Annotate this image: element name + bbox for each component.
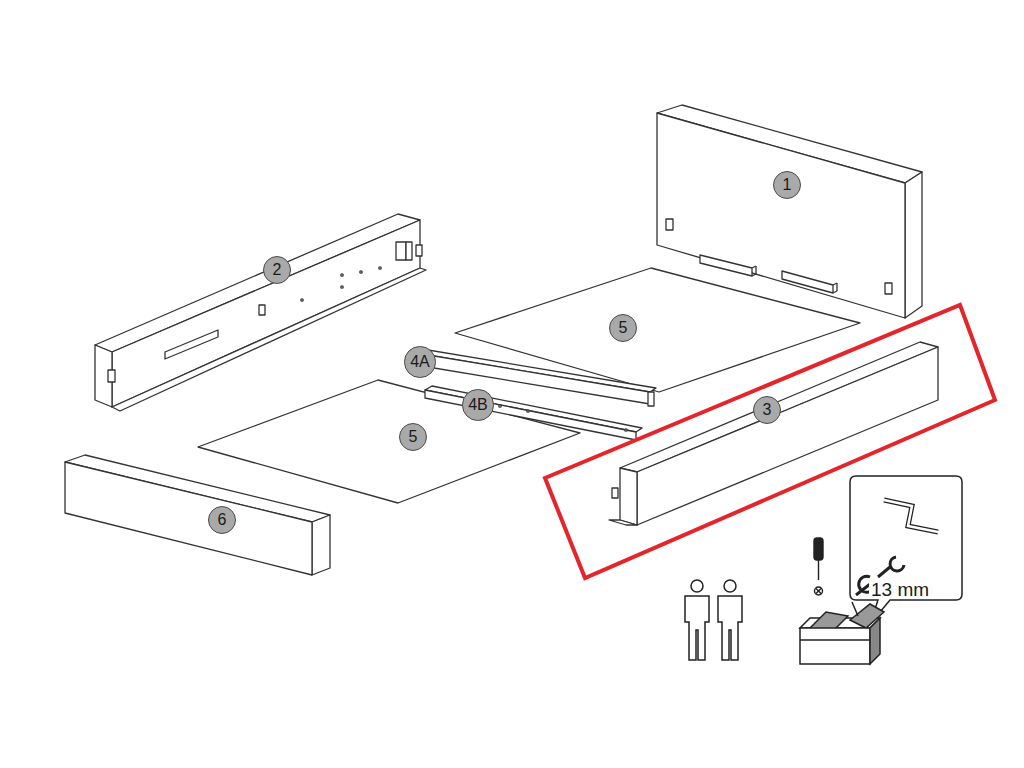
callout-circle: 5: [609, 314, 637, 342]
callout-circle: 6: [208, 506, 236, 534]
callout-number: 5: [619, 320, 628, 336]
callout-circle: 5: [399, 423, 427, 451]
callout-circle: 1: [773, 171, 801, 199]
side-rail: [95, 214, 426, 411]
callout-number: 5: [409, 429, 418, 445]
callout-circle: 4B: [462, 389, 494, 421]
callout-number: 3: [763, 402, 772, 418]
base-board: [198, 380, 580, 503]
callout-number: 4B: [468, 397, 488, 413]
center-plate: [425, 386, 642, 440]
callout-circle: 2: [263, 256, 291, 284]
footboard-rail: [65, 455, 330, 575]
two-persons-icon: [685, 580, 742, 660]
callout-number: 6: [218, 512, 227, 528]
headboard-panel: [657, 105, 922, 318]
callout-circle: 4A: [404, 346, 436, 378]
callout-number: 4A: [410, 354, 430, 370]
toolbox-icon: [800, 602, 884, 664]
callout-number: 1: [783, 177, 792, 193]
tool-callout: [850, 476, 962, 624]
screwdriver-icon: [814, 538, 823, 595]
dimension-label: 13 mm: [869, 580, 931, 599]
callout-number: 2: [273, 262, 282, 278]
highlight-frame: [545, 305, 995, 578]
callout-circle: 3: [753, 396, 781, 424]
